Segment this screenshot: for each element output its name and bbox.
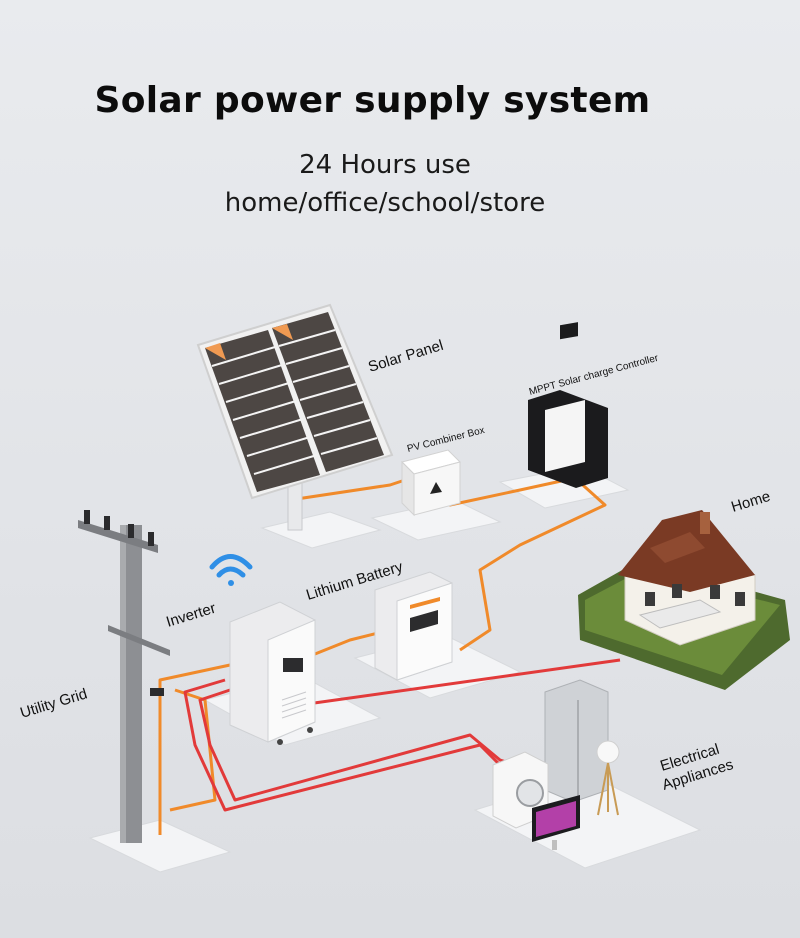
mppt-controller	[528, 322, 608, 488]
cable-inverter-home	[299, 658, 621, 707]
controller-faceplate	[545, 400, 585, 472]
battery-display	[410, 610, 438, 632]
solar-panel-grid	[211, 329, 378, 475]
home-chimney	[700, 512, 710, 534]
inverter-front	[267, 619, 316, 743]
inverter-display	[283, 658, 303, 672]
warning-icon	[430, 482, 442, 494]
electrical-appliances	[492, 679, 620, 850]
ac-cables	[183, 658, 621, 812]
washing-machine-door	[516, 779, 544, 807]
cable-inverter-appliances-2	[183, 678, 512, 812]
pole-crossarm-top	[78, 520, 158, 553]
subtitle-line-1: 24 Hours use	[299, 150, 471, 180]
cable-panel-combiner	[288, 478, 406, 520]
inverter	[229, 601, 316, 745]
utility-pole	[78, 510, 170, 843]
label-inverter: Inverter	[164, 600, 218, 631]
lithium-battery	[374, 571, 453, 681]
label-utility-grid: Utility Grid	[18, 685, 89, 721]
label-solar-panel: Solar Panel	[366, 337, 445, 376]
battery-brand-mark	[410, 597, 440, 609]
page-title: Solar power supply system	[94, 80, 651, 121]
solar-base	[260, 511, 382, 549]
computer-screen	[536, 801, 576, 837]
home-porch	[638, 599, 722, 629]
subtitle-line-2: home/office/school/store	[224, 188, 546, 218]
label-home: Home	[729, 488, 772, 516]
cable-grid-loop	[169, 688, 217, 812]
solar-panel-corner-left	[205, 343, 226, 360]
floor-lamp	[596, 740, 620, 816]
cable-controller-battery	[459, 476, 607, 652]
pv-combiner-box	[401, 449, 461, 517]
label-mppt-controller: MPPT Solar charge Controller	[528, 353, 660, 398]
solar-panel-corner-right	[272, 324, 293, 340]
controller-display	[560, 322, 578, 340]
pole-crossarm-low	[108, 625, 170, 656]
solar-panel	[196, 303, 394, 531]
home	[578, 510, 790, 690]
wifi-icon	[209, 554, 253, 586]
cable-inverter-grid	[158, 663, 231, 835]
cable-inverter-appliances-1	[198, 688, 531, 802]
inverter-vent	[281, 691, 307, 719]
refrigerator	[544, 679, 609, 803]
home-roof-gable	[650, 532, 705, 563]
